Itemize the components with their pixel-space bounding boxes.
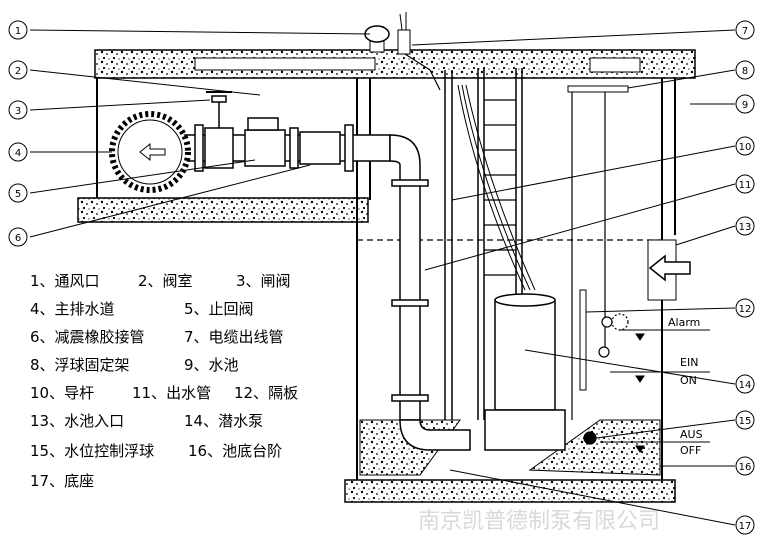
callout-12: 12 bbox=[735, 298, 755, 318]
legend-item: 13、水池入口 bbox=[30, 412, 124, 430]
legend-item: 12、隔板 bbox=[234, 384, 298, 402]
level-aus-label: AUS bbox=[680, 428, 703, 441]
leader-lines bbox=[29, 29, 736, 526]
svg-text:2: 2 bbox=[15, 66, 21, 77]
callout-15: 15 bbox=[735, 410, 755, 430]
callout-1: 1 bbox=[8, 20, 28, 40]
svg-text:10: 10 bbox=[739, 142, 752, 153]
legend-item: 8、浮球固定架 bbox=[30, 356, 130, 374]
svg-text:17: 17 bbox=[739, 521, 752, 532]
svg-text:15: 15 bbox=[739, 416, 752, 427]
svg-text:1: 1 bbox=[15, 26, 21, 37]
top-slab bbox=[94, 49, 696, 79]
callout-11: 11 bbox=[735, 174, 755, 194]
pump-cables bbox=[457, 84, 536, 291]
legend-item: 2、阀室 bbox=[138, 272, 193, 290]
callout-13: 13 bbox=[735, 216, 755, 236]
guide-rails bbox=[444, 68, 523, 420]
svg-text:11: 11 bbox=[739, 180, 752, 191]
svg-text:7: 7 bbox=[742, 26, 748, 37]
gate-valve bbox=[204, 91, 234, 169]
svg-text:5: 5 bbox=[15, 189, 21, 200]
svg-text:12: 12 bbox=[739, 304, 752, 315]
legend-item: 9、水池 bbox=[184, 356, 239, 374]
rubber-connector bbox=[299, 131, 341, 165]
level-ein-label: EIN bbox=[680, 356, 698, 369]
legend-item: 17、底座 bbox=[30, 472, 94, 490]
legend-item: 4、主排水道 bbox=[30, 300, 115, 318]
cable-outlet bbox=[397, 12, 411, 55]
legend-item: 7、电缆出线管 bbox=[184, 328, 284, 346]
svg-text:8: 8 bbox=[742, 66, 748, 77]
callout-17: 17 bbox=[735, 515, 755, 535]
float-bracket bbox=[567, 85, 629, 93]
submersible-pump bbox=[484, 293, 566, 451]
callout-2: 2 bbox=[8, 60, 28, 80]
callout-8: 8 bbox=[735, 60, 755, 80]
callout-7: 7 bbox=[735, 20, 755, 40]
ventilation-cap bbox=[364, 25, 390, 53]
level-alarm-label: Alarm bbox=[668, 316, 700, 329]
callouts: 1 2 3 4 5 6 7 8 9 10 11 12 13 14 15 16 1… bbox=[8, 20, 755, 535]
pool-inlet bbox=[647, 239, 691, 301]
legend: 1、通风口 2、阀室 3、闸阀 4、主排水道 5、止回阀 6、减震橡胶接管 7、… bbox=[30, 272, 298, 490]
callout-6: 6 bbox=[8, 227, 28, 247]
callout-5: 5 bbox=[8, 183, 28, 203]
watermark: 南京凯普德制泵有限公司 bbox=[418, 509, 660, 534]
cable-duct bbox=[404, 53, 441, 91]
svg-text:6: 6 bbox=[15, 233, 21, 244]
main-drain bbox=[109, 111, 191, 193]
svg-text:9: 9 bbox=[742, 100, 748, 111]
legend-item: 3、闸阀 bbox=[236, 272, 291, 290]
legend-item: 6、减震橡胶接管 bbox=[30, 328, 145, 346]
legend-item: 11、出水管 bbox=[132, 384, 211, 402]
legend-item: 14、潜水泵 bbox=[184, 412, 263, 430]
check-valve bbox=[244, 117, 286, 167]
callout-3: 3 bbox=[8, 100, 28, 120]
callout-14: 14 bbox=[735, 374, 755, 394]
svg-text:14: 14 bbox=[739, 380, 752, 391]
legend-item: 16、池底台阶 bbox=[188, 442, 282, 460]
svg-text:13: 13 bbox=[739, 222, 752, 233]
callout-10: 10 bbox=[735, 136, 755, 156]
svg-text:3: 3 bbox=[15, 106, 21, 117]
level-off-label: OFF bbox=[680, 444, 701, 457]
partition bbox=[579, 289, 587, 391]
callout-9: 9 bbox=[735, 94, 755, 114]
legend-item: 10、导杆 bbox=[30, 384, 94, 402]
legend-item: 5、止回阀 bbox=[184, 300, 254, 318]
valve-room-floor bbox=[77, 197, 369, 223]
callout-16: 16 bbox=[735, 456, 755, 476]
level-markers bbox=[600, 329, 710, 453]
callout-4: 4 bbox=[8, 142, 28, 162]
ladder bbox=[484, 99, 516, 276]
legend-item: 1、通风口 bbox=[30, 272, 100, 290]
svg-text:16: 16 bbox=[739, 462, 752, 473]
svg-text:4: 4 bbox=[15, 148, 21, 159]
legend-item: 15、水位控制浮球 bbox=[30, 442, 154, 460]
float-switches bbox=[571, 90, 629, 445]
